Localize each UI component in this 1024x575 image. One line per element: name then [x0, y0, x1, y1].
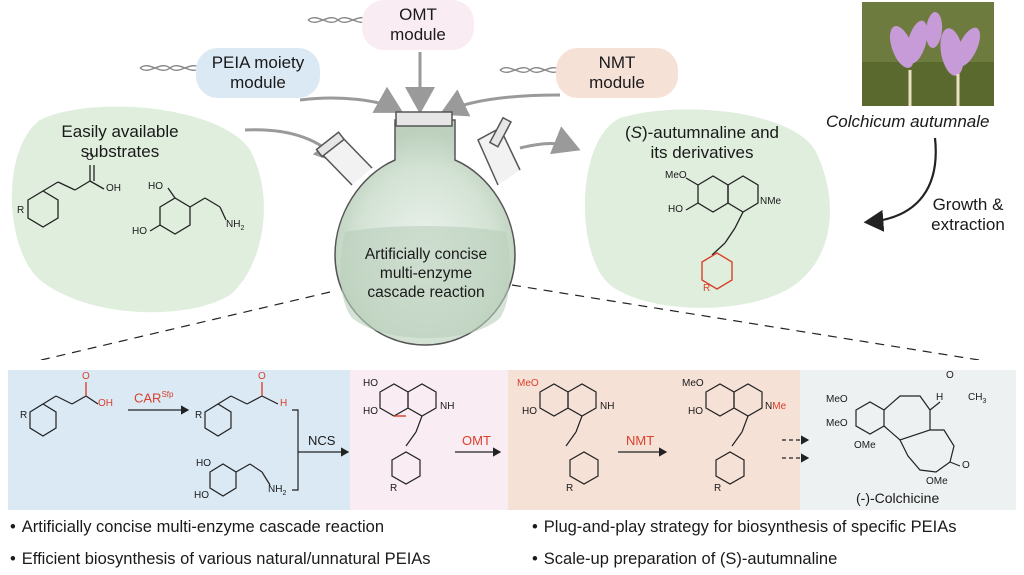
scheme-meo-6: MeO: [682, 378, 704, 389]
substrate-ho-label-1: HO: [148, 181, 163, 192]
substrate-oh-label: OH: [106, 183, 121, 194]
colchicine-o-1: O: [946, 370, 954, 381]
scheme-r-6: R: [714, 483, 722, 494]
scheme-r-5: R: [566, 483, 574, 494]
product-title: (S)-autumnaline and its derivatives: [624, 123, 780, 163]
colchicine-label: (-)-Colchicine: [856, 490, 940, 506]
product-r-label: R: [703, 283, 711, 294]
scheme-ho-5: HO: [522, 406, 537, 417]
colchicine-nh: H: [936, 392, 944, 403]
nmt-arrow-label: NMT: [626, 433, 655, 448]
scheme-panel-pink: [350, 370, 508, 510]
scheme-h-2: H: [280, 398, 288, 409]
scheme-oh-1: OH: [98, 398, 113, 409]
reaction-scheme: [29, 382, 961, 497]
product-nme-label: NMe: [760, 196, 782, 207]
product-ho-label: HO: [668, 204, 683, 215]
substrate-nh2-label: NH2: [226, 219, 245, 232]
scheme-panel-orange: [508, 370, 800, 510]
omt-arrow-label: OMT: [462, 433, 491, 448]
scheme-ho-6: HO: [688, 406, 703, 417]
substrate-structures: [27, 165, 227, 235]
product-meo-label: MeO: [665, 170, 687, 181]
car-label: CARSfp: [134, 390, 174, 406]
aryl-ring-red: [701, 252, 733, 290]
bullet-3: •Efficient biosynthesis of various natur…: [10, 550, 431, 568]
substrate-ho-label-2: HO: [132, 226, 147, 237]
bullet-2: •Plug-and-play strategy for biosynthesis…: [532, 518, 957, 536]
scheme-nh-5: NH: [600, 401, 615, 412]
scheme-r-1: R: [20, 410, 28, 421]
ncs-label: NCS: [308, 433, 336, 448]
colchicine-o-2: O: [962, 460, 970, 471]
scheme-ho-4b: HO: [363, 406, 378, 417]
scheme-n-6: NMe: [765, 401, 787, 412]
scheme-nh-4: NH: [440, 401, 455, 412]
scheme-ho-3a: HO: [196, 458, 211, 469]
growth-extraction-label: Growth &extraction: [931, 195, 1005, 235]
scheme-ho-4a: HO: [363, 378, 378, 389]
substrates-blob: [11, 106, 264, 313]
colchicine-ch3: CH3: [968, 392, 987, 405]
scheme-panel-gray: [800, 370, 1016, 510]
scheme-ho-3b: HO: [194, 490, 209, 501]
colchicine-ome-4: OMe: [926, 476, 948, 487]
scheme-o-2: O: [258, 371, 266, 382]
scheme-r-2: R: [195, 410, 203, 421]
scheme-r-4: R: [390, 483, 398, 494]
reaction-flask: [315, 111, 521, 346]
substrate-r-label: R: [17, 205, 25, 216]
colchicine-ome-3: OMe: [854, 440, 876, 451]
colchicum-photo: [862, 2, 994, 106]
bullet-1: •Artificially concise multi-enzyme casca…: [10, 518, 384, 536]
colchicine-ome-1: MeO: [826, 394, 848, 405]
scheme-panel-blue: [8, 370, 350, 510]
scheme-nh2-3: NH2: [268, 484, 287, 497]
scheme-meo-5: MeO: [517, 378, 539, 389]
plant-name: Colchicum autumnale: [826, 112, 990, 131]
cascade-overview-graphic: [11, 17, 983, 360]
colchicine-ome-2: MeO: [826, 418, 848, 429]
bullet-4: •Scale-up preparation of (S)-autumnaline: [532, 550, 838, 568]
autumnaline-structure: [685, 175, 759, 256]
substrate-o-label: O: [86, 152, 94, 163]
scheme-o-1: O: [82, 371, 90, 382]
